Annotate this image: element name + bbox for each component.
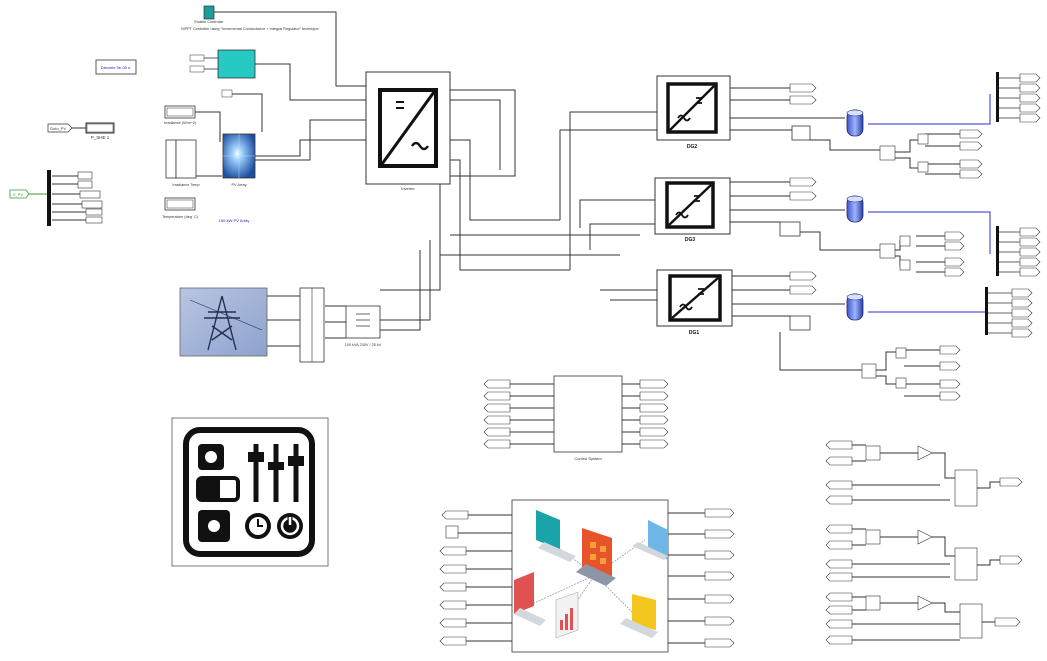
- dg2-block[interactable]: DG2: [657, 76, 730, 150]
- control-system-caption: Control System: [574, 456, 602, 461]
- dg2-label: DG2: [687, 144, 698, 150]
- powergui-block[interactable]: Discrete 5e-05 s.: [96, 60, 136, 74]
- goto-pv-block[interactable]: Goto_PV P_SHE 1: [48, 123, 114, 140]
- dg1-label: DG1: [689, 330, 700, 336]
- pv-array-block[interactable]: PV Array 150-kW PV Array: [219, 90, 255, 223]
- logic-group-1[interactable]: [826, 441, 1022, 506]
- grid-breaker-block[interactable]: [300, 288, 324, 362]
- mppt-controller-block[interactable]: MPPT Controller using "Incremental Condu…: [181, 27, 318, 78]
- right-bus-group-2: [996, 226, 1040, 276]
- dg1-block[interactable]: DG1: [657, 270, 732, 336]
- grid-transformer-block[interactable]: 100 kVA 230V / 25 kV: [345, 306, 382, 347]
- logic-group-3[interactable]: [826, 593, 1020, 644]
- bus-selector[interactable]: V_PV: [10, 170, 102, 226]
- temperature-block[interactable]: Temperature (deg. C): [162, 198, 199, 219]
- powergui-text: Discrete 5e-05 s.: [101, 65, 131, 70]
- bus-bar: [47, 170, 51, 226]
- measurement-blocks[interactable]: [862, 130, 982, 400]
- irradiance-temp-block[interactable]: Irradiance Temp: [166, 140, 200, 187]
- logic-group-2[interactable]: [826, 525, 1022, 581]
- enable-controller-block[interactable]: Enable Controller: [194, 6, 224, 24]
- temperature-label: Temperature (deg. C): [162, 215, 199, 219]
- clock-icon: [245, 513, 271, 539]
- database-icon[interactable]: [847, 294, 863, 320]
- inverter-block[interactable]: Inverter: [366, 72, 450, 191]
- mppt-caption: MPPT Controller using "Incremental Condu…: [181, 27, 318, 31]
- pv-goto-label: P_SHE 1: [91, 135, 110, 140]
- control-input-tags: [484, 380, 510, 448]
- dg3-block[interactable]: DG3: [655, 178, 730, 243]
- push-button-icon: [198, 510, 230, 542]
- bus-input-label: V_PV: [13, 192, 24, 197]
- database-icon[interactable]: [847, 196, 863, 222]
- database-scopes[interactable]: [847, 110, 863, 320]
- dg-output-tags: [790, 84, 816, 294]
- irr-temp-label: Irradiance Temp: [172, 183, 199, 187]
- toggle-switch-icon: [198, 478, 238, 500]
- grid-transformer-label: 100 kVA 230V / 25 kV: [345, 343, 382, 347]
- enable-controller-label: Enable Controller: [194, 20, 224, 24]
- data-center-output-tags: [705, 509, 734, 647]
- data-center-block[interactable]: [512, 500, 668, 652]
- database-icon[interactable]: [847, 110, 863, 136]
- tablet-chart-icon: [556, 592, 578, 638]
- control-system-block[interactable]: Control System: [554, 376, 622, 461]
- goto-pv-label: Goto_PV: [50, 126, 67, 131]
- knob-icon: [198, 444, 224, 470]
- irradiance-label: Irradiance (W/m^2): [164, 121, 197, 125]
- slider-icon: [248, 444, 304, 502]
- utility-grid-block[interactable]: [180, 288, 267, 356]
- data-center-input-tags: [440, 511, 468, 645]
- dashboard-block[interactable]: [172, 418, 328, 566]
- inverter-label: Inverter: [401, 186, 415, 191]
- pv-array-caption: 150-kW PV Array: [219, 218, 250, 223]
- control-output-tags: [640, 380, 668, 448]
- right-bus-group-3: [985, 287, 1032, 337]
- pv-array-label: PV Array: [232, 183, 247, 187]
- switch-blocks[interactable]: [780, 126, 810, 330]
- irradiance-block[interactable]: Irradiance (W/m^2): [164, 106, 197, 125]
- power-icon: [277, 513, 303, 539]
- dg3-label: DG3: [685, 237, 696, 243]
- right-bus-group-1: [996, 72, 1040, 122]
